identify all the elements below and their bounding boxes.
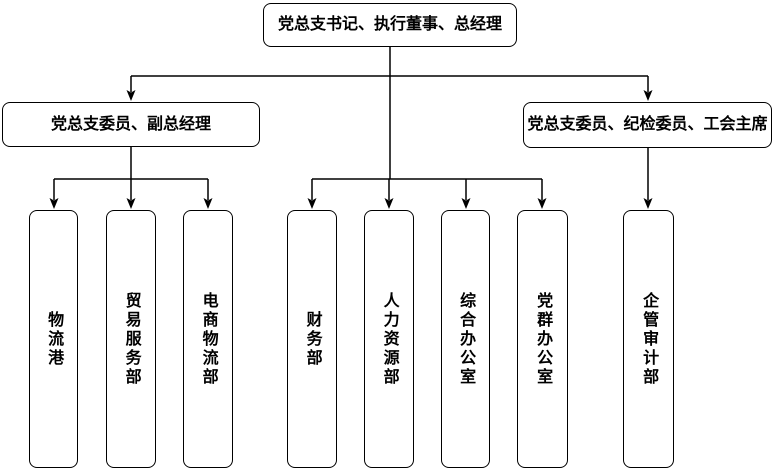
org-node-root: 党总支书记、执行董事、总经理 [263, 3, 517, 47]
connector-lines [53, 47, 649, 200]
dept-label: 财务部 [303, 310, 321, 368]
dept-label: 企管审计部 [640, 291, 658, 387]
dept-label: 电商物流部 [199, 291, 217, 387]
org-node-branch-deputy: 党总支委员、副总经理 [2, 102, 260, 147]
dept-label: 人力资源部 [380, 291, 398, 387]
dept-label: 贸易服务部 [122, 291, 140, 387]
org-node-dept-party-group-office: 党群办公室 [517, 210, 568, 468]
org-node-branch-discipline: 党总支委员、纪检委员、工会主席 [523, 102, 772, 148]
dept-label: 党群办公室 [534, 291, 552, 387]
dept-label: 物流港 [45, 310, 63, 368]
org-node-dept-audit: 企管审计部 [623, 210, 674, 468]
org-node-branch-discipline-label: 党总支委员、纪检委员、工会主席 [527, 116, 768, 134]
org-node-dept-ecommerce-logistics: 电商物流部 [183, 210, 233, 468]
org-node-dept-human-resources: 人力资源部 [364, 210, 414, 468]
org-node-dept-finance: 财务部 [287, 210, 337, 468]
org-node-dept-general-office: 综合办公室 [441, 210, 490, 468]
org-node-dept-trade-service: 贸易服务部 [106, 210, 156, 468]
dept-label: 综合办公室 [457, 291, 475, 387]
org-node-dept-logistics-port: 物流港 [29, 210, 78, 468]
org-node-root-label: 党总支书记、执行董事、总经理 [277, 16, 502, 34]
org-node-branch-deputy-label: 党总支委员、副总经理 [50, 115, 211, 133]
